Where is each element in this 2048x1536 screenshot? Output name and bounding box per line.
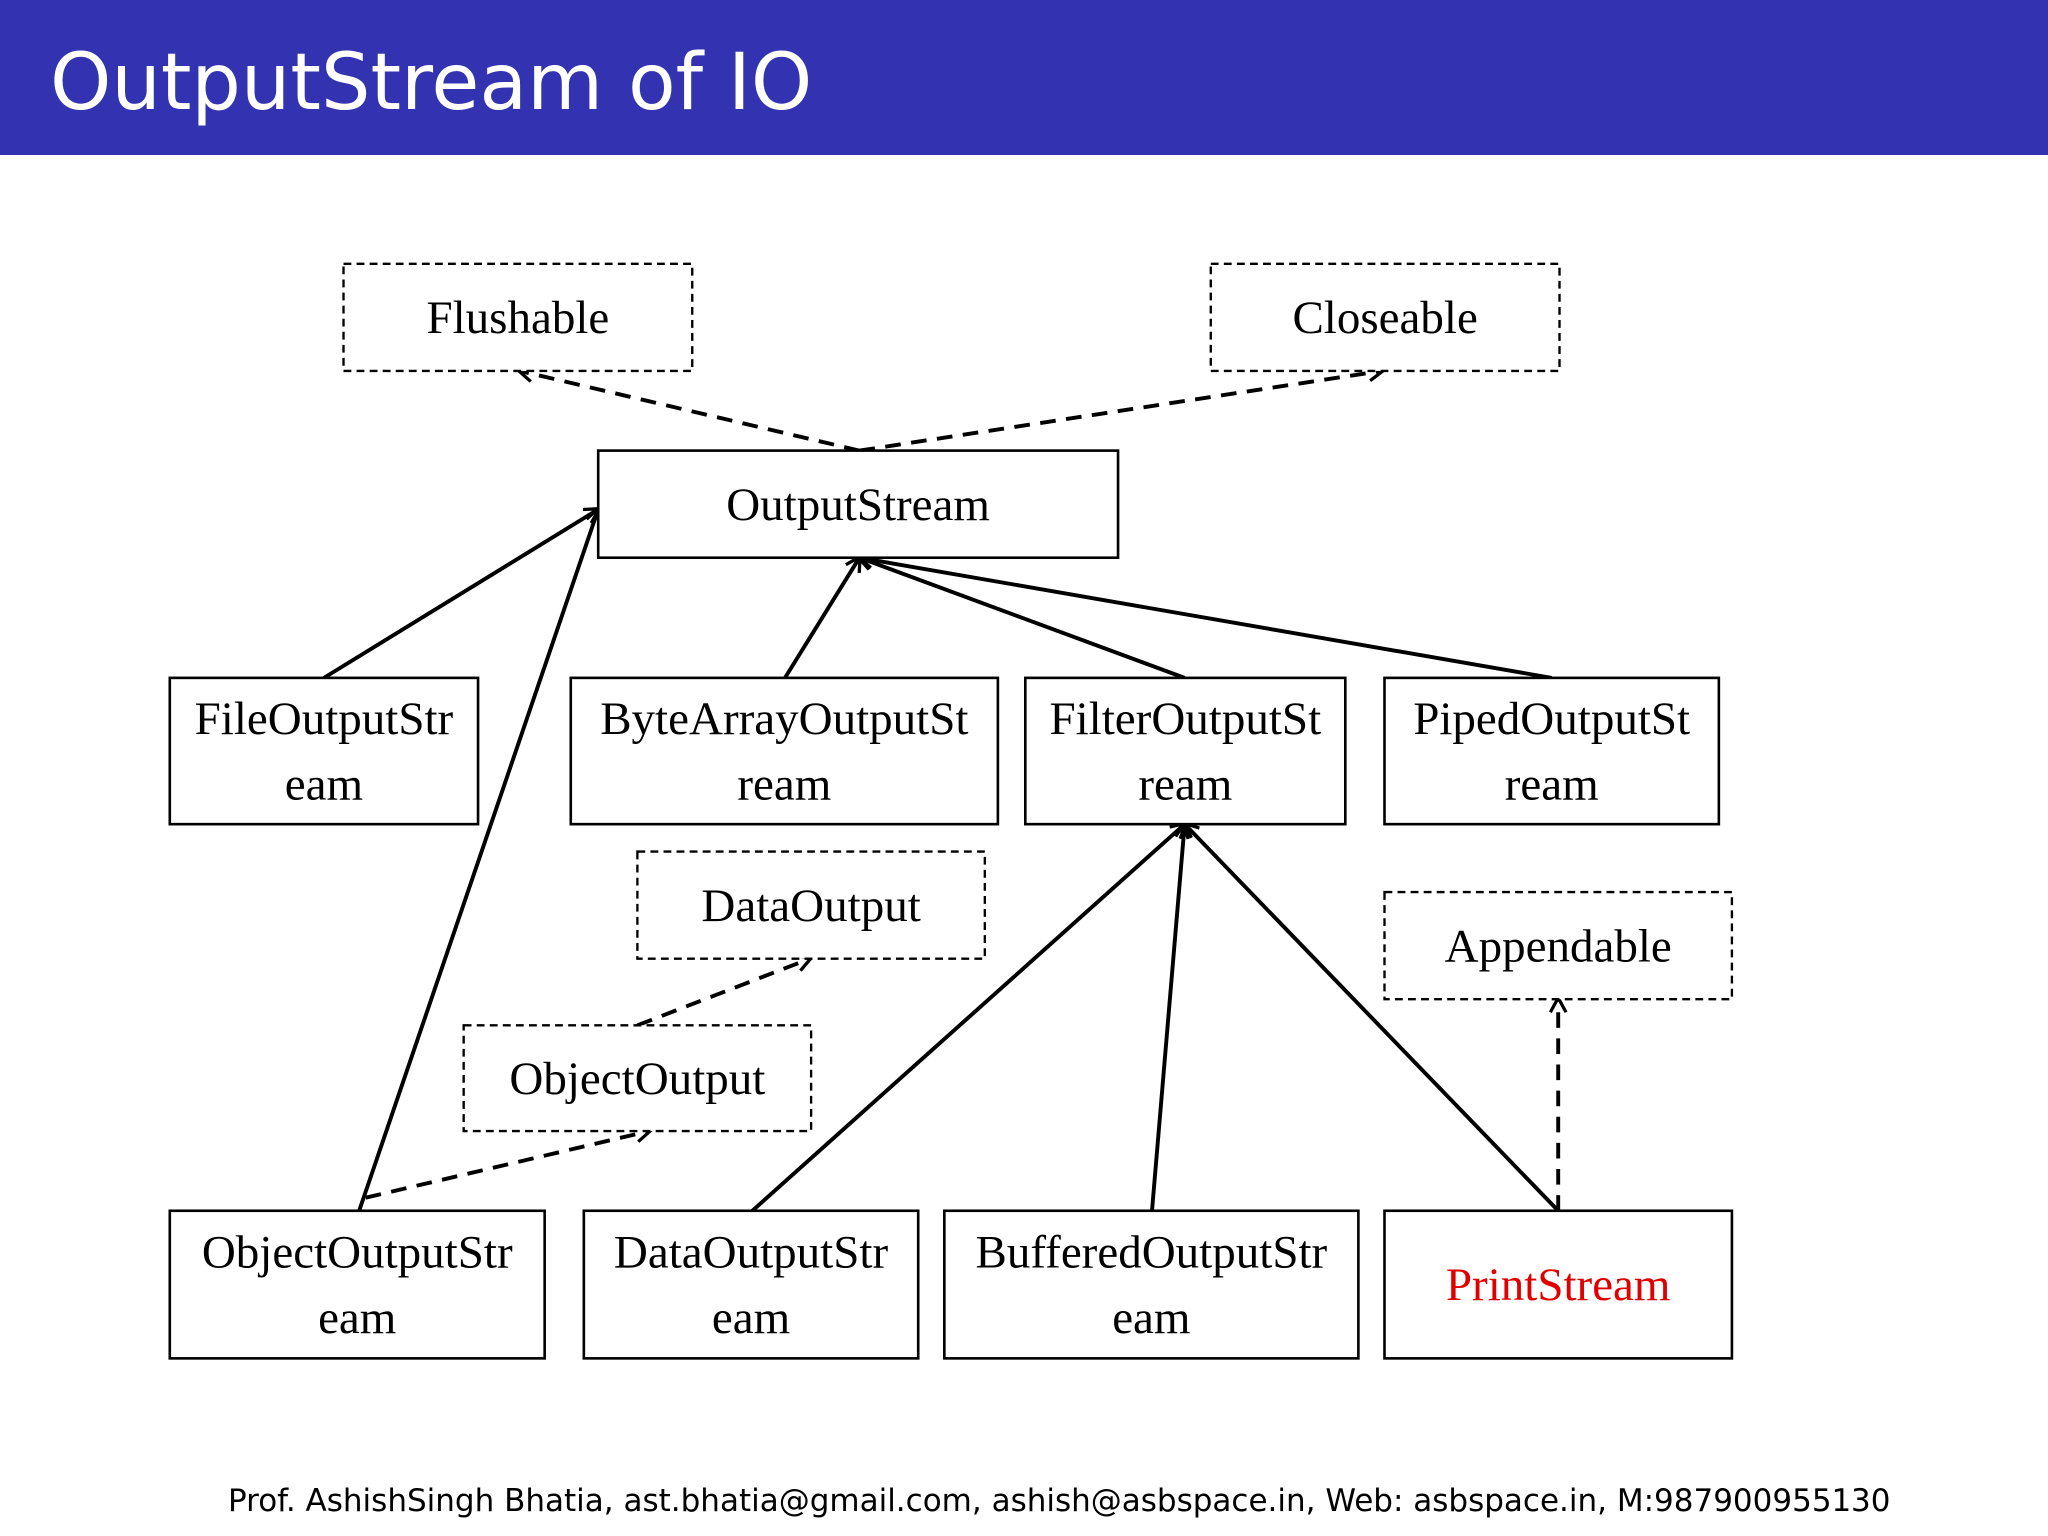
node-label: ObjectOutputStr bbox=[202, 1227, 513, 1279]
edge-printstream-to-filteroutputstream bbox=[1185, 824, 1560, 1213]
node-appendable: Appendable bbox=[1383, 890, 1734, 1001]
edge-objectoutput-to-dataoutput bbox=[636, 959, 809, 1028]
node-box bbox=[342, 262, 694, 373]
node-label: Closeable bbox=[1292, 292, 1477, 344]
edge-filteroutputstream-to-outputstream bbox=[859, 558, 1186, 680]
node-printstream: PrintStream bbox=[1383, 1209, 1734, 1360]
node-label: DataOutput bbox=[701, 880, 920, 932]
edge-pipedoutputstream-to-outputstream bbox=[859, 558, 1553, 680]
edge-dataoutputstream-to-filteroutputstream bbox=[751, 824, 1184, 1213]
node-label: FileOutputStr bbox=[195, 693, 454, 745]
node-flushable: Flushable bbox=[342, 262, 694, 373]
node-box bbox=[1209, 262, 1561, 373]
node-label: BufferedOutputStr bbox=[975, 1227, 1327, 1279]
node-box bbox=[582, 1209, 920, 1360]
node-label: ream bbox=[737, 758, 831, 810]
node-box bbox=[569, 676, 1000, 826]
node-label: ream bbox=[1505, 758, 1599, 810]
node-label: eam bbox=[318, 1292, 396, 1344]
node-objectoutputstream: ObjectOutputStr eam bbox=[168, 1209, 546, 1360]
node-label: eam bbox=[285, 758, 363, 810]
node-label: OutputStream bbox=[726, 479, 990, 531]
node-fileoutputstream: FileOutputStr eam bbox=[168, 676, 480, 826]
node-filteroutputstream: FilterOutputSt ream bbox=[1024, 676, 1347, 826]
node-label: eam bbox=[712, 1292, 790, 1344]
footer-author: Prof. AshishSingh Bhatia, ast.bhatia@gma… bbox=[228, 1483, 1852, 1519]
node-label: DataOutputStr bbox=[614, 1227, 889, 1279]
edge-fileoutputstream-to-outputstream bbox=[322, 509, 598, 680]
node-label: FilterOutputSt bbox=[1049, 693, 1321, 745]
edge-bufferedoutputstream-to-filteroutputstream bbox=[1150, 824, 1185, 1211]
edge-bytearrayoutputstream-to-outputstream bbox=[783, 558, 859, 679]
node-label: ObjectOutput bbox=[509, 1053, 765, 1105]
slide-title: OutputStream of IO bbox=[50, 38, 813, 128]
node-closeable: Closeable bbox=[1209, 262, 1561, 373]
edge-objectoutputstream-to-outputstream bbox=[357, 509, 598, 1212]
node-label: ByteArrayOutputSt bbox=[600, 693, 968, 745]
node-label: eam bbox=[1112, 1292, 1190, 1344]
node-label: ream bbox=[1138, 758, 1232, 810]
node-box bbox=[1024, 676, 1347, 826]
node-box bbox=[168, 1209, 546, 1360]
node-box bbox=[462, 1024, 813, 1133]
node-label: Appendable bbox=[1445, 920, 1672, 972]
node-bufferedoutputstream: BufferedOutputStr eam bbox=[943, 1209, 1360, 1360]
title-bar: OutputStream of IO bbox=[0, 0, 2048, 155]
node-label: Flushable bbox=[426, 292, 609, 344]
node-bytearrayoutputstream: ByteArrayOutputSt ream bbox=[569, 676, 1000, 826]
node-objectoutput: ObjectOutput bbox=[462, 1024, 813, 1133]
node-box bbox=[1383, 1209, 1734, 1360]
node-outputstream: OutputStream bbox=[596, 449, 1120, 560]
node-box bbox=[636, 850, 986, 960]
edge-outputstream-to-closeable bbox=[859, 371, 1381, 453]
node-dataoutputstream: DataOutputStr eam bbox=[582, 1209, 920, 1360]
edge-objectoutputstream-to-objectoutput bbox=[365, 1131, 649, 1200]
node-label: PipedOutputSt bbox=[1413, 693, 1690, 745]
node-box bbox=[943, 1209, 1360, 1360]
node-box bbox=[1383, 890, 1734, 1001]
node-dataoutput: DataOutput bbox=[636, 850, 986, 960]
node-box bbox=[1383, 676, 1721, 826]
node-pipedoutputstream: PipedOutputSt ream bbox=[1383, 676, 1721, 826]
edge-outputstream-to-flushable bbox=[520, 371, 860, 453]
node-label: PrintStream bbox=[1446, 1259, 1671, 1311]
page-number: 30 bbox=[1851, 1483, 1891, 1519]
node-box bbox=[596, 449, 1120, 560]
node-box bbox=[168, 676, 480, 826]
